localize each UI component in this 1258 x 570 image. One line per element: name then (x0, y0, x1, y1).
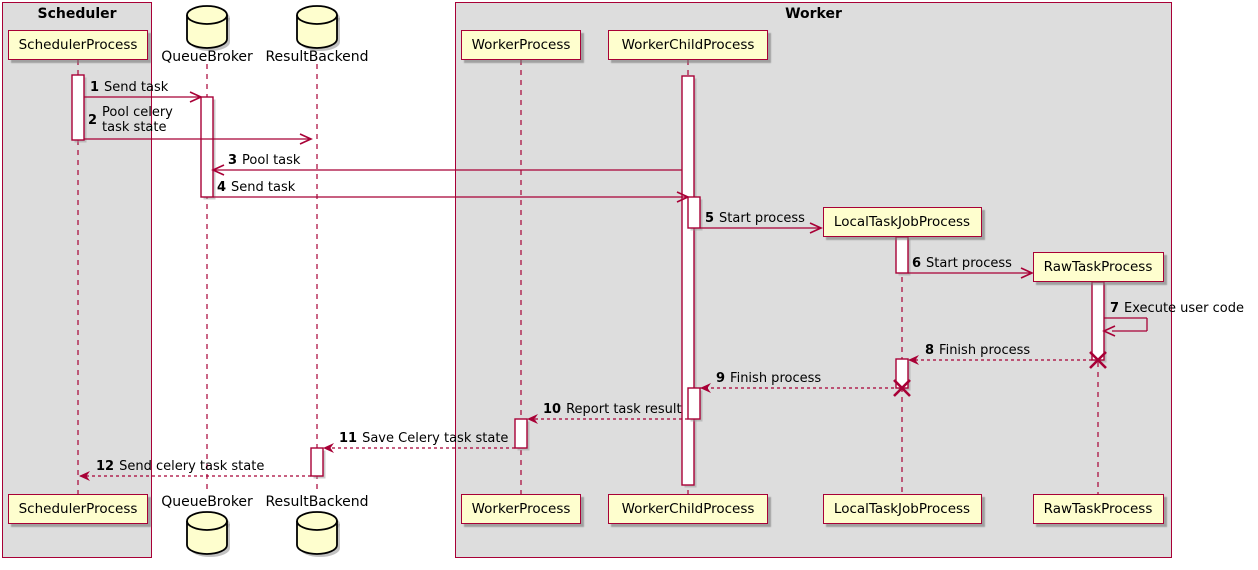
activation-bar (200, 96, 214, 198)
database-cylinder-icon (296, 5, 340, 51)
database-cylinder-icon (186, 511, 230, 557)
activation-bar (1091, 281, 1105, 361)
database-cylinder-icon (296, 511, 340, 557)
message-1-arrow (84, 91, 203, 103)
message-3-arrow (211, 164, 682, 176)
message-10-arrow (527, 414, 688, 424)
activation-bar (310, 447, 324, 477)
worker-frame-title: Worker (785, 6, 842, 22)
message-2-arrow (84, 133, 313, 145)
message-7-arrow (1102, 317, 1148, 337)
scheduler-frame-title: Scheduler (37, 6, 117, 22)
message-5-arrow (700, 222, 823, 234)
activation-bar (514, 418, 528, 449)
activation-bar (687, 387, 701, 420)
message-6-arrow (908, 267, 1034, 279)
activation-bar (895, 236, 909, 274)
destroy-x-icon (1089, 351, 1107, 369)
message-12-arrow (79, 471, 311, 481)
destroy-x-icon (893, 379, 911, 397)
message-8-arrow (908, 351, 1107, 369)
message-11-arrow (323, 443, 515, 453)
activation-bar (71, 74, 85, 141)
message-4-arrow (213, 191, 690, 203)
message-9-arrow (700, 379, 911, 397)
database-cylinder-icon (186, 5, 230, 51)
activation-bar (681, 75, 695, 486)
activation-bar (687, 196, 701, 229)
